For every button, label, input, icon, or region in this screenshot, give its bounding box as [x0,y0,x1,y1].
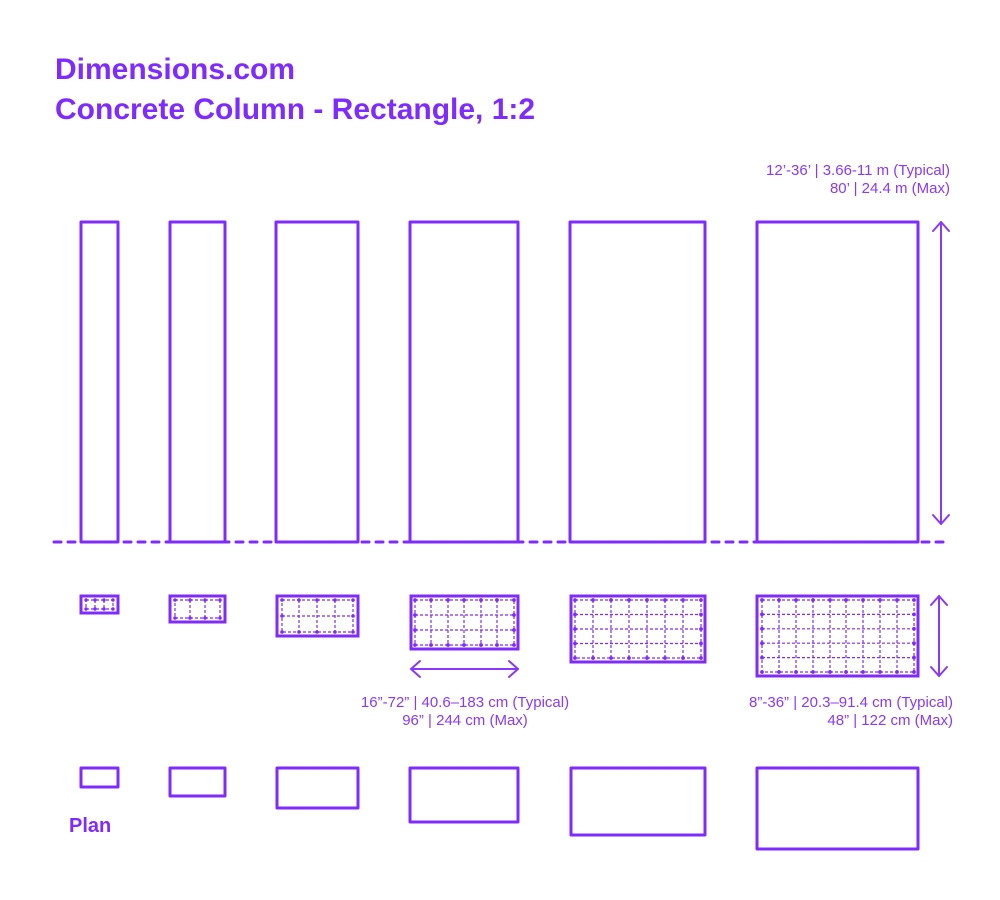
elevation-column-2 [168,220,227,544]
plan-column-3 [275,766,360,810]
depth-dimension-label: 8”-36” | 20.3–91.4 cm (Typical) 48” | 12… [749,694,953,730]
plan-column-6 [755,766,920,851]
width-arrow-icon [410,660,519,678]
section-column-5 [569,594,707,664]
plan-column-1 [79,766,120,789]
plan-column-5 [569,766,707,837]
section-view [79,594,920,678]
plan-column-2 [168,766,227,798]
plan-column-4 [408,766,520,824]
section-column-4 [409,594,520,651]
height-typical: 12’-36’ | 3.66-11 m (Typical) [766,162,950,179]
elevation-column-3 [274,220,360,544]
width-dimension-label: 16”-72” | 40.6–183 cm (Typical) 96” | 24… [330,694,600,730]
elevation-column-4 [408,220,520,544]
diagram-title: Concrete Column - Rectangle, 1:2 [55,93,536,126]
elevation-column-6 [755,220,920,544]
height-arrow-icon [932,221,950,525]
depth-max: 48” | 122 cm (Max) [827,712,953,729]
height-max: 80’ | 24.4 m (Max) [829,180,950,197]
width-typical: 16”-72” | 40.6–183 cm (Typical) [360,694,570,711]
plan-view [79,766,920,851]
section-column-2 [168,594,227,624]
height-dimension-label: 12’-36’ | 3.66-11 m (Typical) 80’ | 24.4… [766,162,950,198]
elevation-column-5 [568,220,707,544]
brand-title: Dimensions.com [55,53,296,86]
elevation-view [79,220,920,544]
section-column-1 [79,594,120,615]
depth-typical: 8”-36” | 20.3–91.4 cm (Typical) [749,694,953,711]
section-column-3 [275,594,360,638]
elevation-column-1 [79,220,120,544]
width-max: 96” | 244 cm (Max) [402,712,528,729]
plan-label: Plan [69,815,112,837]
section-column-6 [755,594,920,678]
depth-arrow-icon [930,595,948,677]
